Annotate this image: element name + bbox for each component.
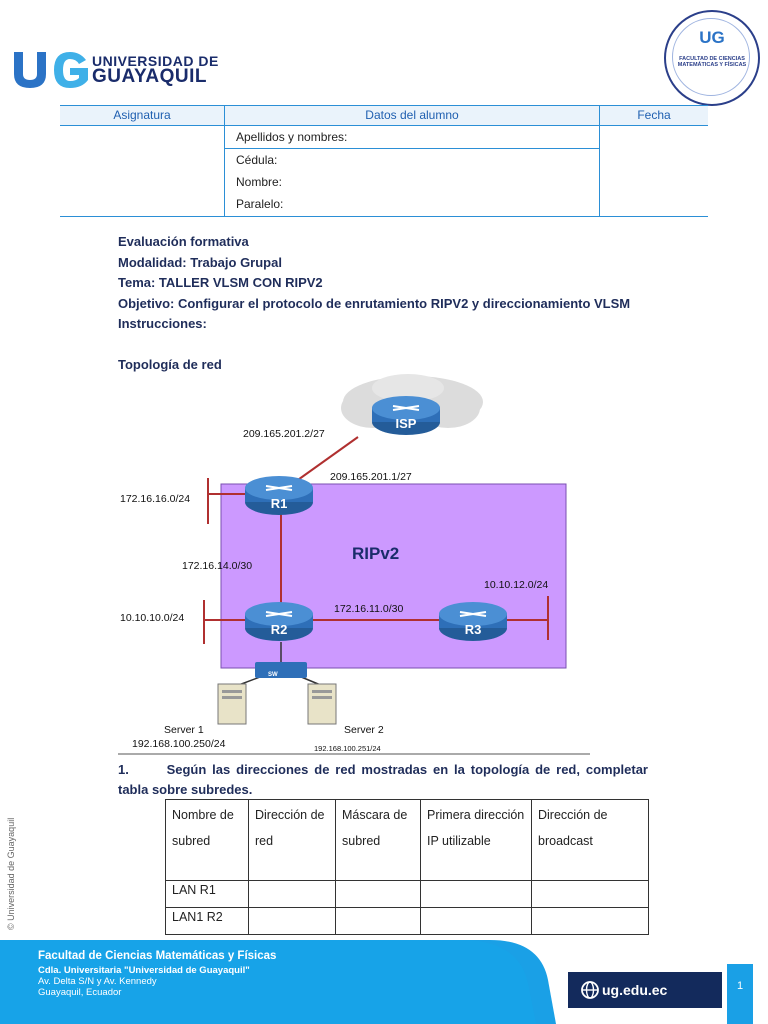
r1-wan-ip-label: 209.165.201.1/27 — [330, 471, 412, 483]
ripv2-label: RIPv2 — [352, 544, 400, 563]
server2-icon — [307, 683, 337, 725]
th-broadcast: Dirección de broadcast — [531, 799, 649, 881]
router-r1-icon: R1 — [244, 474, 314, 516]
server1-ip-label: 192.168.100.250/24 — [132, 738, 226, 750]
header-datos-alumno: Datos del alumno — [225, 106, 599, 126]
url-box[interactable] — [568, 972, 722, 1008]
cell-empty[interactable] — [248, 880, 336, 908]
r2-label: R2 — [270, 622, 288, 637]
cell-empty[interactable] — [420, 880, 532, 908]
field-paralelo: Paralelo: — [236, 197, 284, 211]
footer-address3: Guayaquil, Ecuador — [38, 987, 122, 998]
footer: Facultad de Ciencias Matemáticas y Físic… — [0, 940, 768, 1024]
router-isp-icon: ISP — [371, 394, 441, 436]
network-topology: ISP R1 R2 R3 209.165.201.2/27 209.165.20… — [118, 374, 590, 756]
field-nombre: Nombre: — [236, 175, 283, 189]
th-primera: Primera dirección IP utilizable — [420, 799, 532, 881]
r1-label: R1 — [270, 496, 288, 511]
student-info-table: Asignatura Datos del alumno Fecha Apelli… — [60, 105, 708, 217]
website-link[interactable]: ug.edu.ec — [602, 982, 668, 998]
question-1: 1. Según las direcciones de red mostrada… — [118, 760, 648, 800]
isp-ip-label: 209.165.201.2/27 — [243, 428, 325, 440]
cell-empty[interactable] — [335, 907, 421, 935]
r2-lan-label: 10.10.10.0/24 — [120, 612, 185, 624]
faculty-seal: UG FACULTAD DE CIENCIAS MATEMÁTICAS Y FÍ… — [664, 10, 760, 106]
cell-empty[interactable] — [420, 907, 532, 935]
header-fecha: Fecha — [600, 106, 708, 126]
cell-name: LAN R1 — [165, 880, 249, 908]
isp-label: ISP — [395, 416, 417, 431]
logo-line1: UNIVERSIDAD DE — [92, 53, 219, 69]
th-direccion: Dirección de red — [248, 799, 336, 881]
topic: Tema: TALLER VLSM CON RIPV2 — [118, 275, 323, 290]
r3-lan-label: 10.10.12.0/24 — [484, 579, 549, 591]
router-r3-icon: R3 — [438, 600, 508, 642]
cell-name: LAN1 R2 — [165, 907, 249, 935]
subnet-table: Nombre de subred Dirección de red Máscar… — [165, 799, 649, 935]
th-mascara: Máscara de subred — [335, 799, 421, 881]
modality: Modalidad: Trabajo Grupal — [118, 255, 282, 270]
table-row: LAN R1 — [165, 880, 649, 908]
globe-icon — [581, 981, 599, 999]
cell-empty[interactable] — [531, 880, 649, 908]
table-row: LAN1 R2 — [165, 907, 649, 935]
footer-address2: Av. Delta S/N y Av. Kennedy — [38, 976, 157, 987]
router-r2-icon: R2 — [244, 600, 314, 642]
switch-icon — [255, 662, 307, 678]
server1-label: Server 1 — [164, 724, 204, 736]
objective: Objetivo: Configurar el protocolo de enr… — [118, 296, 631, 311]
logo-line2: GUAYAQUIL — [92, 66, 208, 87]
field-cedula: Cédula: — [236, 153, 278, 167]
seal-mark: UG — [699, 28, 725, 47]
footer-address1: Cdla. Universitaria "Universidad de Guay… — [38, 965, 250, 976]
r2-r3-link-label: 172.16.11.0/30 — [334, 603, 404, 615]
cell-empty[interactable] — [531, 907, 649, 935]
page-number: 1 — [727, 964, 753, 1024]
topology-title: Topología de red — [118, 357, 222, 372]
footer-faculty: Facultad de Ciencias Matemáticas y Físic… — [38, 950, 277, 962]
th-nombre: Nombre de subred — [165, 799, 249, 881]
cell-empty[interactable] — [248, 907, 336, 935]
r1-r2-link-label: 172.16.14.0/30 — [182, 560, 253, 572]
r3-label: R3 — [464, 622, 482, 637]
ug-logo-icon — [14, 52, 88, 88]
field-apellidos: Apellidos y nombres: — [236, 130, 348, 144]
header-asignatura: Asignatura — [60, 106, 224, 126]
footer-background — [0, 940, 556, 1024]
cell-empty[interactable] — [335, 880, 421, 908]
question-text: Según las direcciones de red mostradas e… — [118, 762, 648, 797]
ug-logo — [10, 46, 210, 94]
switch-label: SW — [268, 672, 278, 678]
server2-label: Server 2 — [344, 724, 384, 736]
eval-type: Evaluación formativa — [118, 234, 249, 249]
r1-lan-label: 172.16.16.0/24 — [120, 493, 191, 505]
server2-ip-label: 192.168.100.251/24 — [314, 744, 381, 753]
question-number: 1. — [118, 762, 129, 777]
seal-text: FACULTAD DE CIENCIAS MATEMÁTICAS Y FÍSIC… — [677, 56, 747, 68]
table-header-row: Nombre de subred Dirección de red Máscar… — [165, 799, 649, 881]
instructions: Instrucciones: — [118, 316, 207, 331]
side-copyright: © Universidad de Guayaquil — [6, 817, 16, 930]
server1-icon — [217, 683, 247, 725]
